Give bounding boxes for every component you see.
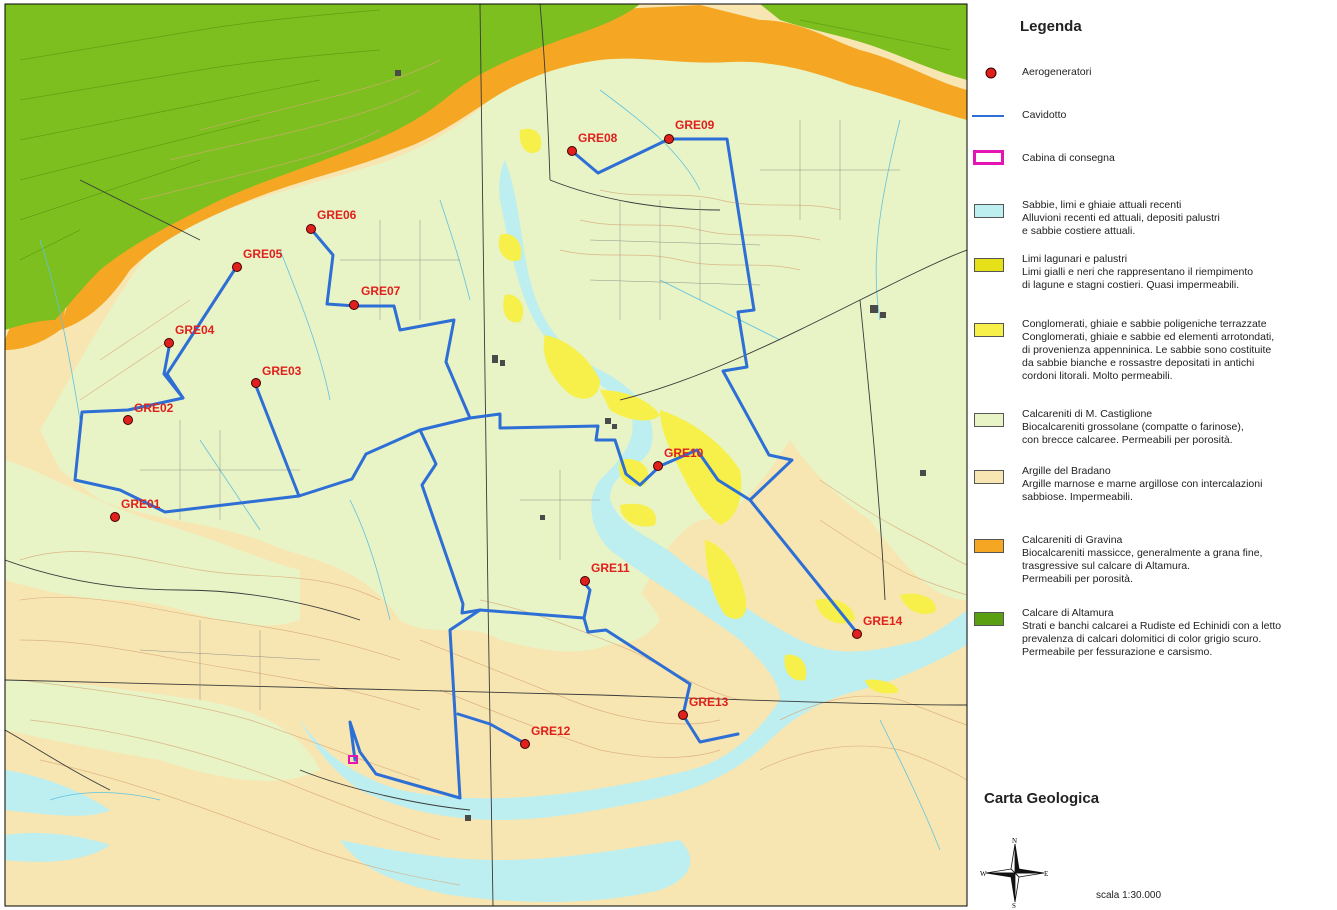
legend-text: Cabina di consegna [1022, 152, 1115, 164]
turbine-gre10[interactable]: GRE10 [653, 446, 704, 471]
svg-text:GRE14: GRE14 [863, 614, 903, 628]
svg-text:GRE11: GRE11 [591, 561, 630, 575]
compass-s: S [1012, 902, 1016, 908]
legend-text: Conglomerati, ghiaie e sabbie poligenich… [1022, 318, 1275, 382]
scale-text: scala 1:30.000 [1096, 890, 1162, 901]
svg-text:GRE12: GRE12 [531, 724, 571, 738]
cavidotto-network [73, 137, 860, 800]
area-conglomerati [498, 128, 936, 694]
turbine-gre12[interactable]: GRE12 [520, 724, 571, 749]
swatch-sabbie [974, 204, 1004, 218]
legend-text: Calcare di Altamura Strati e banchi calc… [1022, 607, 1282, 658]
svg-text:GRE06: GRE06 [317, 208, 357, 222]
turbine-gre11[interactable]: GRE11 [580, 561, 631, 586]
turbine-gre04[interactable]: GRE04 [164, 323, 215, 348]
legend-title: Legenda [1020, 18, 1082, 35]
red-dot-icon [985, 67, 997, 79]
roads [5, 4, 967, 906]
turbine-gre08[interactable]: GRE08 [567, 131, 618, 156]
turbine-gre05[interactable]: GRE05 [232, 247, 283, 272]
svg-text:GRE02: GRE02 [134, 401, 174, 415]
svg-text:GRE07: GRE07 [361, 284, 401, 298]
blue-line-icon [972, 115, 1004, 117]
legend-text: Sabbie, limi e ghiaie attuali recenti Al… [1022, 199, 1220, 237]
map-frame [4, 3, 968, 907]
legend-text: Cavidotto [1022, 109, 1067, 121]
turbine-gre09[interactable]: GRE09 [664, 118, 715, 144]
swatch-limi [974, 258, 1004, 272]
swatch-gravina [974, 539, 1004, 553]
turbine-gre07[interactable]: GRE07 [349, 284, 401, 310]
area-sabbie-fiume [300, 160, 967, 820]
svg-text:GRE09: GRE09 [675, 118, 715, 132]
swatch-bradano [974, 470, 1004, 484]
compass-e: E [1044, 870, 1048, 878]
legend-text: Argille del Bradano Argille marnose e ma… [1022, 465, 1263, 503]
legend-text: Limi lagunari e palustri Limi gialli e n… [1022, 253, 1254, 291]
svg-text:GRE03: GRE03 [262, 364, 302, 378]
turbine-gre02[interactable]: GRE02 [123, 401, 174, 425]
area-calcare-altamura [5, 4, 640, 330]
turbine-gre14[interactable]: GRE14 [852, 614, 903, 639]
svg-text:GRE10: GRE10 [664, 446, 704, 460]
turbine-gre03[interactable]: GRE03 [251, 364, 302, 388]
map-panel: GRE01 GRE02 GRE03 GRE04 GRE05 GRE06 GRE0… [4, 3, 968, 907]
compass-w: W [980, 870, 987, 878]
svg-text:GRE04: GRE04 [175, 323, 215, 337]
turbine-gre06[interactable]: GRE06 [306, 208, 357, 234]
map-title: Carta Geologica [984, 790, 1100, 807]
contour-lines [19, 59, 967, 886]
compass-n: N [1012, 838, 1017, 845]
svg-text:GRE01: GRE01 [121, 497, 161, 511]
swatch-castiglione [974, 413, 1004, 427]
swatch-altamura [974, 612, 1004, 626]
svg-text:GRE13: GRE13 [689, 695, 729, 709]
legend-panel: Legenda Aerogeneratori Cavidotto Cabina … [970, 0, 1337, 910]
map-canvas: GRE01 GRE02 GRE03 GRE04 GRE05 GRE06 GRE0… [4, 3, 968, 907]
legend-text: Calcareniti di Gravina Biocalcareniti ma… [1022, 534, 1263, 585]
legend-text: Aerogeneratori [1022, 66, 1092, 78]
swatch-conglomerati [974, 323, 1004, 337]
compass-rose-icon: N S W E [980, 838, 1048, 908]
turbine-gre01[interactable]: GRE01 [110, 497, 161, 522]
cabina-di-consegna [348, 755, 358, 764]
magenta-box-icon [973, 150, 1004, 165]
svg-text:GRE05: GRE05 [243, 247, 283, 261]
aerogeneratori-layer: GRE01 GRE02 GRE03 GRE04 GRE05 GRE06 GRE0… [110, 118, 903, 749]
legend-text: Calcareniti di M. Castiglione Biocalcare… [1022, 408, 1244, 446]
hydrography [39, 89, 941, 851]
turbine-gre13[interactable]: GRE13 [678, 695, 729, 720]
svg-text:GRE08: GRE08 [578, 131, 618, 145]
